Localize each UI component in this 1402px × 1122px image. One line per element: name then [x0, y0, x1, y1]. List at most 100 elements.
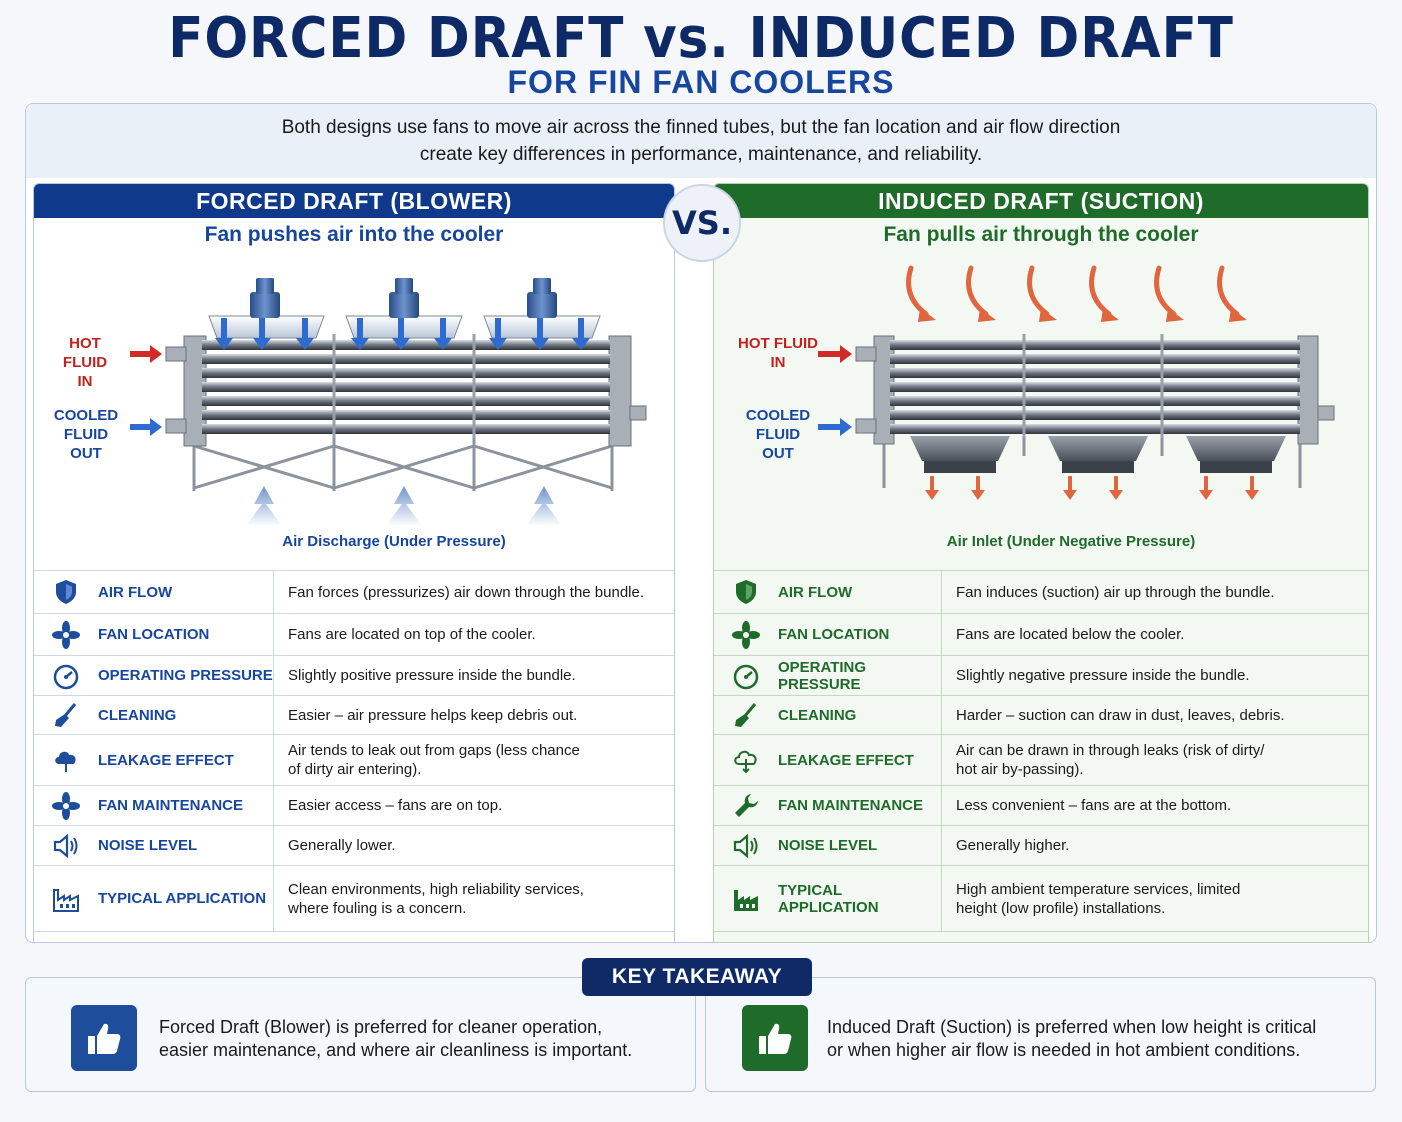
- forced-draft-panel: FORCED DRAFT (BLOWER) Fan pushes air int…: [33, 183, 675, 943]
- shield-icon: [714, 571, 778, 613]
- speaker-icon: [714, 826, 778, 865]
- row-label: FAN MAINTENANCE: [778, 786, 942, 825]
- row-text: Generally higher.: [956, 837, 1070, 854]
- page-subtitle: FOR FIN FAN COOLERS: [507, 64, 895, 100]
- table-row: TYPICAL APPLICATION Clean environments, …: [34, 865, 674, 932]
- row-label: CLEANING: [778, 696, 942, 734]
- induced-takeaway-line-1: Induced Draft (Suction) is preferred whe…: [827, 1017, 1317, 1037]
- air-flow-arrows: [215, 318, 590, 350]
- thumbs-up-icon: [742, 1005, 808, 1071]
- cooled-fluid-arrow: [818, 418, 852, 436]
- fan-icon: [34, 786, 98, 825]
- hot-fluid-line-2: IN: [77, 373, 93, 390]
- fan-icon: [714, 614, 778, 655]
- row-label: NOISE LEVEL: [778, 826, 942, 865]
- fan-unit: [345, 278, 463, 339]
- table-row: TYPICAL APPLICATION High ambient tempera…: [714, 865, 1368, 932]
- row-text: Clean environments, high reliability ser…: [274, 866, 674, 931]
- forced-takeaway-box: Forced Draft (Blower) is preferred for c…: [25, 977, 696, 1092]
- row-text: Slightly negative pressure inside the bu…: [956, 667, 1250, 684]
- table-row: OPERATING PRESSURE Slightly negative pre…: [714, 655, 1368, 695]
- forced-takeaway-line-1: Forced Draft (Blower) is preferred for c…: [159, 1017, 603, 1037]
- cooled-fluid-line-2: OUT: [70, 445, 102, 462]
- thumbs-up-icon: [71, 1005, 137, 1071]
- table-row: FAN MAINTENANCE Easier access – fans are…: [34, 785, 674, 825]
- row-text: Generally lower.: [288, 837, 396, 854]
- cooled-fluid-line-1: COOLED FLUID: [53, 407, 119, 443]
- row-text: Easier access – fans are on top.: [288, 797, 503, 814]
- table-row: LEAKAGE EFFECT Air tends to leak out fro…: [34, 734, 674, 785]
- forced-draft-tagline: Fan pushes air into the cooler: [204, 223, 504, 246]
- forced-draft-diagram: [130, 278, 647, 526]
- row-text-line-2: hot air by-passing).: [956, 761, 1084, 778]
- table-row: CLEANING Easier – air pressure helps kee…: [34, 695, 674, 734]
- hot-fluid-arrow: [130, 345, 162, 363]
- support-frame: [192, 436, 614, 491]
- induced-takeaway-box: Induced Draft (Suction) is preferred whe…: [705, 977, 1376, 1092]
- table-row: CLEANING Harder – suction can draw in du…: [714, 695, 1368, 734]
- cloud-leak-icon: [34, 735, 98, 785]
- row-label: FAN LOCATION: [778, 614, 942, 655]
- row-label: LEAKAGE EFFECT: [778, 735, 942, 785]
- fan-unit: [208, 278, 325, 339]
- row-text-line-1: High ambient temperature services, limit…: [956, 880, 1241, 898]
- row-text-line-1: Clean environments, high reliability ser…: [288, 880, 584, 898]
- row-text-line-1: Air can be drawn in through leaks (risk …: [956, 742, 1265, 759]
- forced-takeaway-text: Forced Draft (Blower) is preferred for c…: [159, 1016, 632, 1062]
- hot-fluid-line-1: HOT FLUID: [738, 335, 818, 352]
- row-text: Less convenient – fans are at the bottom…: [956, 797, 1232, 814]
- row-text: Fan induces (suction) air up through the…: [956, 583, 1275, 601]
- cloud-leak-icon: [714, 735, 778, 785]
- cooled-fluid-out-label: COOLED FLUID OUT: [36, 406, 136, 463]
- row-label: AIR FLOW: [98, 571, 274, 613]
- intro-line-2: create key differences in performance, m…: [419, 144, 983, 165]
- speaker-icon: [34, 826, 98, 865]
- table-row: FAN MAINTENANCE Less convenient – fans a…: [714, 785, 1368, 825]
- forced-draft-heading: FORCED DRAFT (BLOWER): [34, 184, 674, 218]
- induced-draft-tagline: Fan pulls air through the cooler: [883, 223, 1199, 246]
- row-text: Air can be drawn in through leaks (risk …: [942, 735, 1368, 785]
- hot-fluid-arrow: [818, 345, 852, 363]
- air-discharge-caption: Air Discharge (Under Pressure): [282, 533, 506, 550]
- table-row: LEAKAGE EFFECT Air can be drawn in throu…: [714, 734, 1368, 785]
- air-inlet-caption: Air Inlet (Under Negative Pressure): [946, 533, 1196, 550]
- gauge-icon: [714, 656, 778, 695]
- row-text: Easier – air pressure helps keep debris …: [288, 706, 578, 724]
- row-text-line-2: height (low profile) installations.: [956, 899, 1166, 917]
- row-label: OPERATING PRESSURE: [778, 656, 942, 695]
- row-label: AIR FLOW: [778, 571, 942, 613]
- row-text-line-1: Air tends to leak out from gaps (less ch…: [288, 742, 580, 759]
- hot-fluid-line-1: HOT FLUID: [62, 335, 108, 371]
- forced-takeaway-line-2: easier maintenance, and where air cleanl…: [159, 1040, 633, 1060]
- fan-unit: [1186, 436, 1286, 473]
- fan-icon: [34, 614, 98, 655]
- table-row: NOISE LEVEL Generally lower.: [34, 825, 674, 865]
- wrench-icon: [714, 786, 778, 825]
- table-row: NOISE LEVEL Generally higher.: [714, 825, 1368, 865]
- row-text: Harder – suction can draw in dust, leave…: [956, 706, 1285, 724]
- row-label: TYPICAL APPLICATION: [778, 866, 942, 931]
- air-discharge-arrows: [246, 486, 562, 526]
- induced-draft-table: AIR FLOW Fan induces (suction) air up th…: [714, 570, 1368, 932]
- forced-draft-table: AIR FLOW Fan forces (pressurizes) air do…: [34, 570, 674, 932]
- row-label: OPERATING PRESSURE: [98, 656, 274, 695]
- cooled-fluid-out-label: COOLED FLUID OUT: [728, 406, 828, 463]
- shield-icon: [34, 571, 98, 613]
- table-row: OPERATING PRESSURE Slightly positive pre…: [34, 655, 674, 695]
- row-label: TYPICAL APPLICATION: [98, 866, 274, 931]
- brush-icon: [34, 696, 98, 734]
- air-inlet-arrows: [906, 265, 1240, 317]
- page-title: FORCED DRAFT vs. INDUCED DRAFT: [168, 6, 1234, 71]
- row-label: CLEANING: [98, 696, 274, 734]
- induced-takeaway-line-2: or when higher air flow is needed in hot…: [827, 1040, 1301, 1060]
- row-label: LEAKAGE EFFECT: [98, 735, 274, 785]
- hot-fluid-line-2: IN: [770, 354, 786, 371]
- row-text: Fans are located on top of the cooler.: [288, 626, 536, 643]
- row-text: Fans are located below the cooler.: [956, 626, 1185, 643]
- induced-draft-panel: INDUCED DRAFT (SUCTION) Fan pulls air th…: [713, 183, 1369, 943]
- table-row: AIR FLOW Fan forces (pressurizes) air do…: [34, 570, 674, 613]
- cooled-fluid-arrow: [130, 418, 162, 436]
- factory-icon: [34, 866, 98, 931]
- induced-draft-heading: INDUCED DRAFT (SUCTION): [714, 184, 1368, 218]
- factory-icon: [714, 866, 778, 931]
